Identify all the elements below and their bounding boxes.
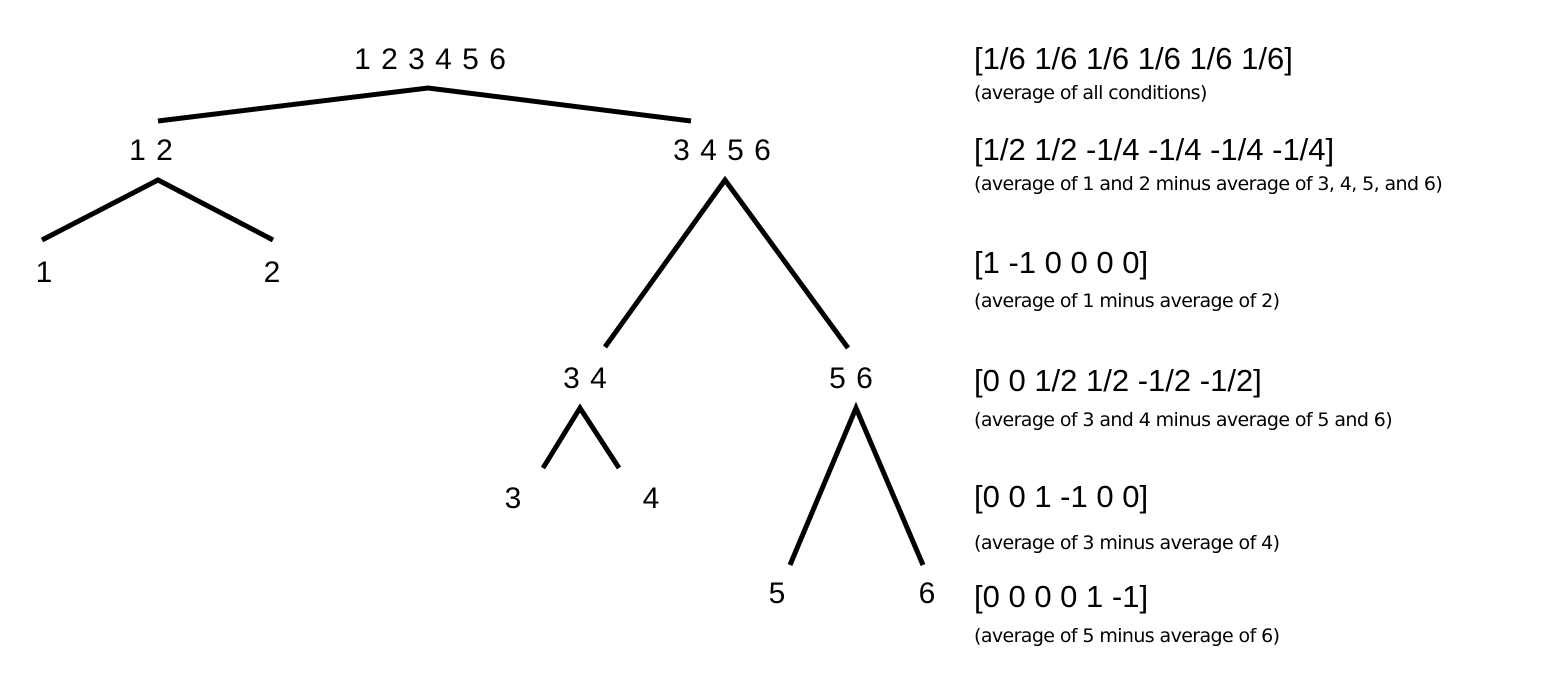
node-34: 3 4 [563,362,607,395]
edge-root [157,85,692,124]
contrast-vector: [1/6 1/6 1/6 1/6 1/6 1/6] [974,41,1293,76]
node-56: 5 6 [829,362,873,395]
node-12: 1 2 [129,134,173,167]
contrast-vector: [0 0 1 -1 0 0] [974,479,1149,514]
contrast-description: (average of all conditions) [974,82,1207,104]
node-3456: 3 4 5 6 [673,134,771,167]
node-2: 2 [263,256,281,289]
contrast-vector: [1 -1 0 0 0 0] [974,245,1149,280]
contrast-description: (average of 3 minus average of 4) [974,532,1280,554]
contrast-vector: [0 0 0 0 1 -1] [974,579,1149,614]
contrast-description: (average of 3 and 4 minus average of 5 a… [974,409,1393,431]
contrast-description: (average of 5 minus average of 6) [974,625,1280,647]
node-root: 1 2 3 4 5 6 [354,43,506,76]
edge-56 [787,401,926,566]
edge-34 [540,403,622,470]
node-1: 1 [35,256,53,289]
node-5: 5 [768,577,786,610]
node-6: 6 [918,577,936,610]
edge-3456 [602,175,851,350]
contrast-description: (average of 1 and 2 minus average of 3, … [974,173,1443,195]
node-3: 3 [504,482,522,515]
contrast-description: (average of 1 minus average of 2) [974,290,1280,312]
edge-12 [40,177,275,243]
contrast-vector: [0 0 1/2 1/2 -1/2 -1/2] [974,363,1262,398]
contrast-vector: [1/2 1/2 -1/4 -1/4 -1/4 -1/4] [974,132,1335,167]
node-4: 4 [642,482,660,515]
